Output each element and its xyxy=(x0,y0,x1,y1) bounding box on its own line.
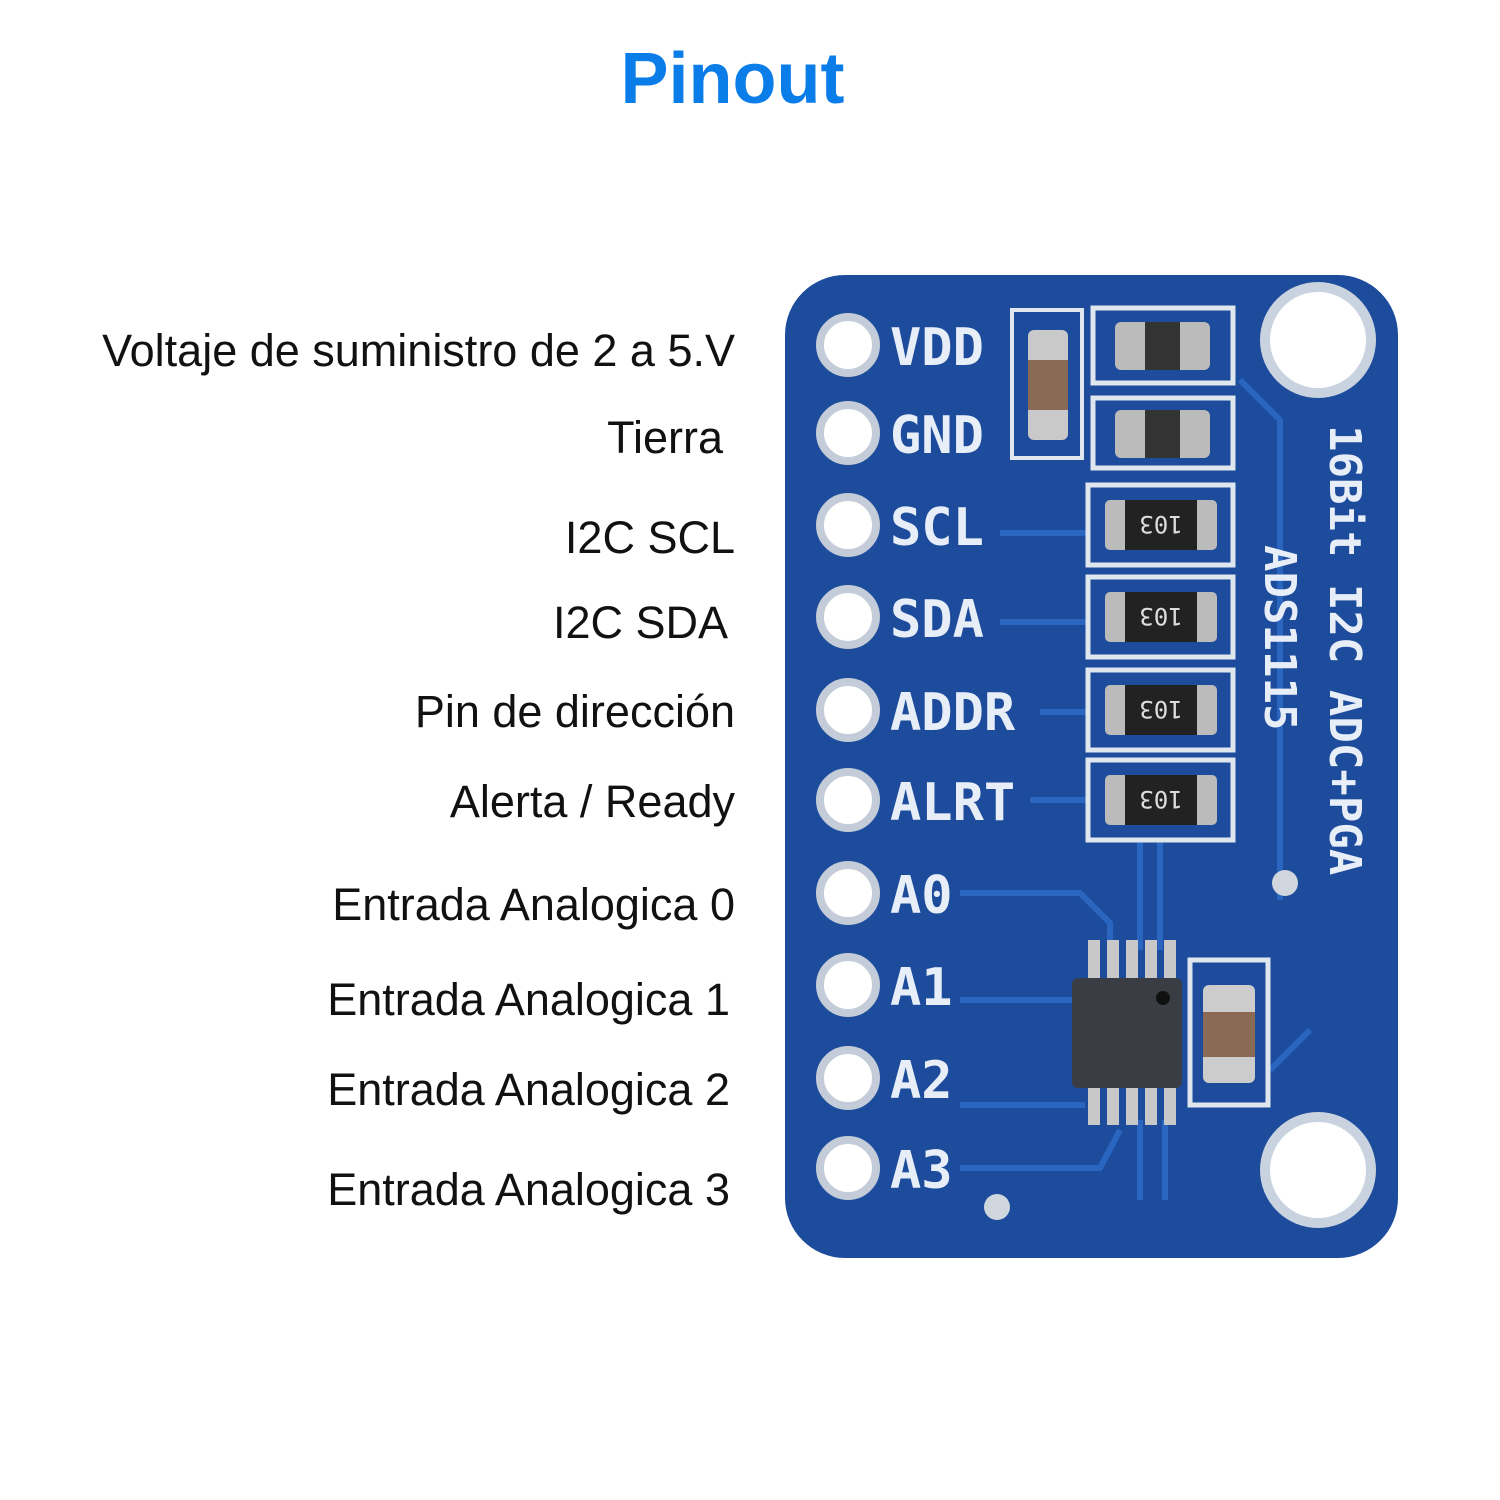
resistor xyxy=(1125,775,1197,825)
resistor xyxy=(1125,685,1197,735)
mounting-hole xyxy=(1270,1122,1366,1218)
pin-label: SDA xyxy=(890,590,984,650)
pin-label: A1 xyxy=(890,958,953,1018)
pin-hole xyxy=(816,953,880,1017)
pin-hole xyxy=(816,678,880,742)
pin-label: VDD xyxy=(890,318,984,378)
pin-hole xyxy=(816,861,880,925)
resistor-code: 103 xyxy=(1139,510,1182,538)
label-a3: Entrada Analogica 3 xyxy=(327,1164,730,1215)
pin-hole xyxy=(816,585,880,649)
label-a2: Entrada Analogica 2 xyxy=(327,1064,730,1115)
label-a0: Entrada Analogica 0 xyxy=(332,879,735,930)
pin-hole xyxy=(816,1046,880,1110)
resistor-code: 103 xyxy=(1139,602,1182,630)
pin-label: A3 xyxy=(890,1141,953,1201)
pin-hole xyxy=(816,768,880,832)
pin-label: GND xyxy=(890,406,984,466)
label-alrt: Alerta / Ready xyxy=(449,776,735,827)
page-title: Pinout xyxy=(620,39,845,119)
pin-hole xyxy=(816,493,880,557)
ads1115-chip xyxy=(1072,940,1182,1125)
resistor-code: 103 xyxy=(1139,695,1182,723)
pin-label: SCL xyxy=(890,498,984,558)
board-title-silk: 16Bit I2C ADC+PGA xyxy=(1319,425,1370,875)
label-addr: Pin de dirección xyxy=(414,686,735,737)
pin-label: ADDR xyxy=(890,683,1016,743)
resistor-code: 103 xyxy=(1139,785,1182,813)
pin-hole xyxy=(816,401,880,465)
pin-hole xyxy=(816,1136,880,1200)
mounting-hole xyxy=(1270,292,1366,388)
pin-label: ALRT xyxy=(890,773,1015,833)
pin-label: A0 xyxy=(890,866,953,926)
chip-name-silk: ADS1115 xyxy=(1254,545,1305,730)
resistor xyxy=(1125,500,1197,550)
pin-label: A2 xyxy=(890,1051,953,1111)
label-sda: I2C SDA xyxy=(552,597,728,648)
pin-hole xyxy=(816,313,880,377)
resistor xyxy=(1125,592,1197,642)
label-a1: Entrada Analogica 1 xyxy=(327,974,730,1025)
label-vdd: Voltaje de suministro de 2 a 5.V xyxy=(102,325,735,376)
label-gnd: Tierra xyxy=(607,412,723,463)
label-scl: I2C SCL xyxy=(564,512,735,563)
